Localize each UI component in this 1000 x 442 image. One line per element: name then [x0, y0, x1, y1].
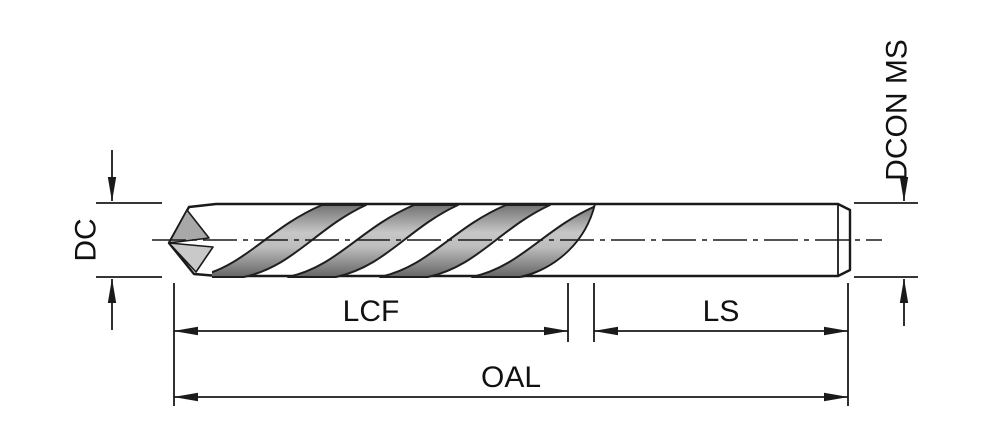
- dcon-ms-label: DCON MS: [881, 39, 914, 181]
- flute-groove: [212, 204, 367, 278]
- point-upper-facet: [168, 209, 210, 244]
- drill-flutes: [212, 204, 595, 278]
- dimension-lcf: LCF: [173, 295, 569, 336]
- flute-runout-line: [521, 203, 596, 278]
- dimension-oal: OAL: [173, 361, 849, 402]
- drill-point: [168, 209, 214, 273]
- lcf-label: LCF: [343, 295, 400, 328]
- oal-label: OAL: [481, 361, 541, 394]
- dimension-dc: DC: [70, 150, 162, 330]
- dimension-ls: LS: [593, 295, 849, 336]
- dimension-dcon-ms: DCON MS: [854, 39, 918, 326]
- ls-label: LS: [703, 295, 740, 328]
- dc-label: DC: [70, 218, 103, 261]
- flute-groove: [379, 204, 551, 278]
- drill-bit: [167, 202, 852, 278]
- point-lower-facet: [168, 242, 214, 273]
- drill-outline: [167, 202, 852, 278]
- flute-groove: [287, 204, 459, 278]
